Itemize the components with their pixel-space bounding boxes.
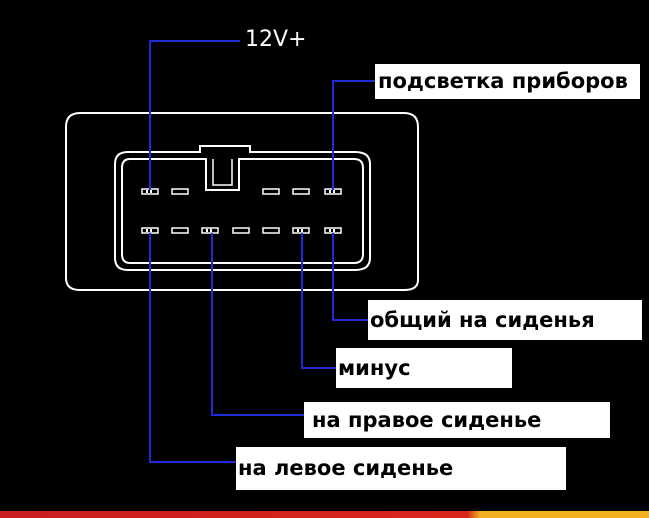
leader-right-seat xyxy=(211,233,306,416)
leader-12v xyxy=(149,40,240,190)
leader-left-seat xyxy=(149,233,238,463)
leader-minus xyxy=(301,233,338,369)
label-right-seat-text: на правое сиденье xyxy=(312,407,542,432)
leader-backlight xyxy=(332,80,378,190)
pin-top-4 xyxy=(292,188,310,195)
label-left-seat-text: на левое сиденье xyxy=(238,456,454,480)
label-dashboard-backlight: подсветка приборов xyxy=(375,64,640,99)
connector-inner-body xyxy=(114,145,371,271)
bottom-accent-bar xyxy=(0,511,649,518)
connector-inner-body-2 xyxy=(121,158,364,264)
pin-top-2 xyxy=(171,188,189,195)
connector-outer-housing xyxy=(65,112,419,291)
label-12v: 12V+ xyxy=(245,27,307,52)
pin-bottom-2 xyxy=(171,227,189,234)
pin-bottom-5 xyxy=(262,227,280,234)
label-dashboard-backlight-text: подсветка приборов xyxy=(378,69,628,93)
label-seat-common: общий на сиденья xyxy=(368,300,642,340)
label-minus-text: минус xyxy=(338,355,411,380)
label-right-seat: на правое сиденье xyxy=(304,402,610,438)
pin-top-3 xyxy=(262,188,280,195)
pin-bottom-3 xyxy=(201,227,219,234)
leader-seat-common xyxy=(332,233,370,321)
connector-latch xyxy=(212,159,233,186)
label-minus: минус xyxy=(336,348,512,388)
label-seat-common-text: общий на сиденья xyxy=(370,307,595,332)
pin-bottom-4 xyxy=(232,227,250,234)
label-left-seat: на левое сиденье xyxy=(236,447,566,490)
